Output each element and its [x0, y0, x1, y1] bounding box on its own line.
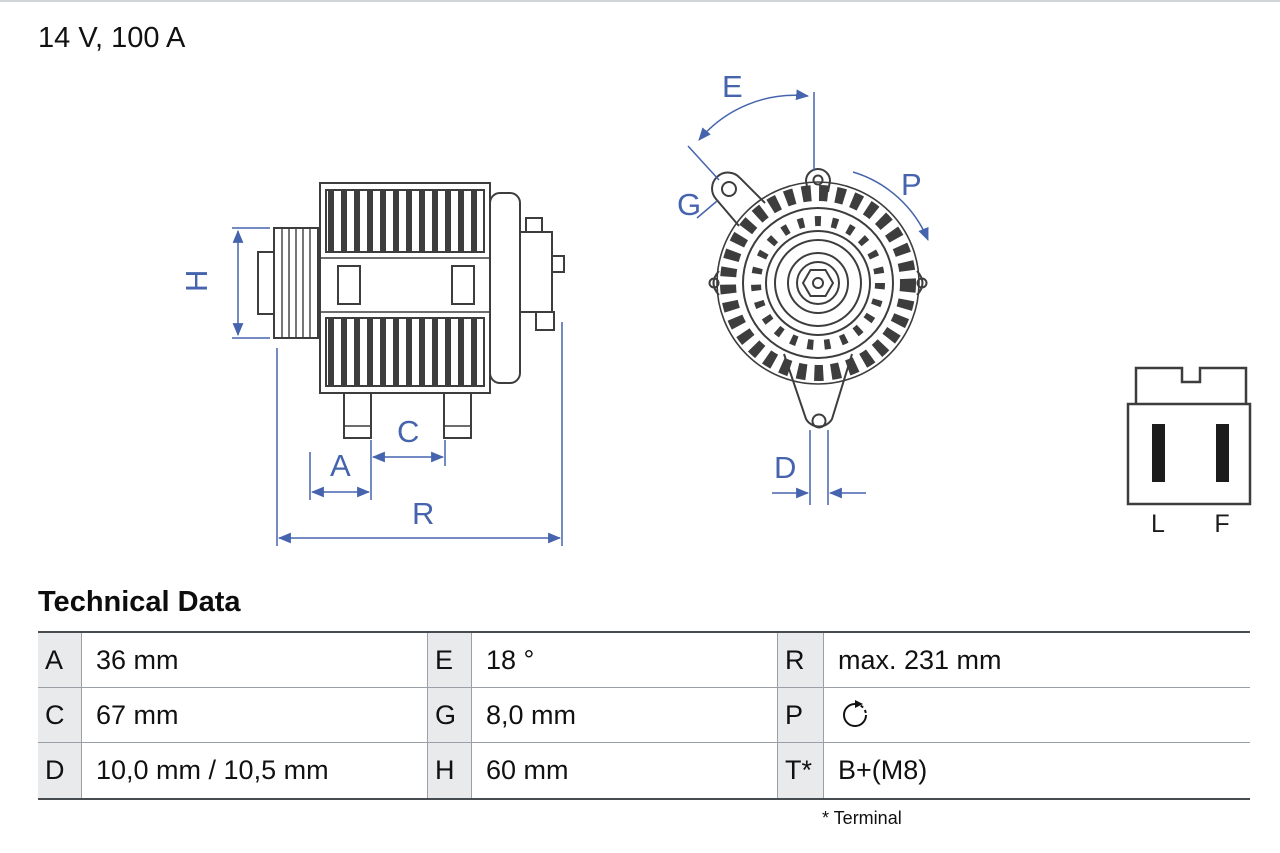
table-value-cell: 67 mm	[82, 688, 428, 743]
technical-drawing: H A C R E G P D	[179, 69, 1252, 546]
table-key-cell: D	[38, 743, 82, 798]
stator-slots-ring	[751, 216, 885, 350]
table-value-cell: 18 °	[472, 633, 778, 688]
housing-band	[320, 257, 490, 313]
shaft-nut	[801, 269, 835, 297]
bottom-ear-hole	[811, 413, 827, 429]
terminal-footnote: * Terminal	[822, 808, 902, 828]
pulley-hub	[257, 251, 275, 315]
connector-diagram	[1126, 366, 1252, 506]
regulator-box	[519, 231, 553, 313]
connector-clip	[1134, 366, 1248, 404]
dim-H-extensions	[232, 227, 270, 339]
table-value-cell: B+(M8)	[824, 743, 1250, 798]
table-value-cell: 10,0 mm / 10,5 mm	[82, 743, 428, 798]
through-bolt-left	[337, 265, 361, 305]
alternator-front-view	[708, 168, 928, 429]
table-value-cell: 8,0 mm	[472, 688, 778, 743]
fan-slots-ring	[720, 185, 916, 381]
dim-D-extensions	[809, 430, 829, 505]
pulley-face	[774, 239, 862, 327]
page-top-rule	[0, 0, 1280, 2]
table-value-cell: 36 mm	[82, 633, 428, 688]
dim-G-leader	[696, 200, 718, 219]
connector-pin-F	[1216, 424, 1229, 482]
mounting-foot-left	[343, 392, 372, 439]
connector-label-F: F	[1214, 510, 1229, 538]
table-key-cell: G	[428, 688, 472, 743]
dim-P-rotation-arrow	[852, 171, 929, 242]
dim-label-H: H	[179, 270, 214, 292]
dim-label-G: G	[677, 187, 701, 222]
connector-label-L: L	[1151, 510, 1165, 538]
nut-washer	[796, 261, 840, 305]
cooling-fins-bottom	[325, 317, 485, 387]
technical-data-section: Technical Data A 36 mm E 18 ° R max. 231…	[38, 586, 1250, 829]
table-key-cell: T*	[778, 743, 824, 798]
lug-hole	[721, 181, 737, 197]
top-tab	[804, 168, 832, 193]
table-key-cell: C	[38, 688, 82, 743]
table-key-cell: R	[778, 633, 824, 688]
front-view-dimensions	[687, 89, 929, 505]
bottom-ear	[783, 353, 853, 428]
terminal-stud	[551, 255, 565, 273]
rotation-cw-icon	[843, 700, 867, 727]
dim-R-extensions	[276, 322, 563, 546]
table-value-cell-rotation	[824, 688, 1250, 743]
table-key-cell: E	[428, 633, 472, 688]
shaft-center	[812, 277, 824, 289]
side-view-dimensions	[232, 227, 563, 546]
dim-label-E: E	[722, 69, 743, 104]
rear-cover	[489, 192, 521, 384]
connector-body	[1126, 402, 1252, 506]
through-bolt-right	[451, 265, 475, 305]
technical-data-table: A 36 mm E 18 ° R max. 231 mm C 67 mm G 8…	[38, 631, 1250, 800]
outer-rim	[716, 181, 920, 385]
front-face-circle	[742, 207, 894, 359]
dim-label-C: C	[397, 414, 419, 449]
connector-pin-L	[1152, 424, 1165, 482]
mounting-lug	[711, 171, 766, 227]
mounting-foot-right	[443, 392, 472, 439]
alternator-side-view	[257, 182, 565, 439]
table-value-cell: max. 231 mm	[824, 633, 1250, 688]
pulley-grooves	[281, 228, 311, 338]
right-ear	[916, 270, 924, 296]
left-ear	[712, 270, 720, 296]
dim-E-ref-angled	[687, 145, 720, 181]
section-title: Technical Data	[38, 586, 241, 618]
table-key-cell: H	[428, 743, 472, 798]
dim-label-A: A	[330, 448, 351, 483]
dim-E-arc	[698, 89, 810, 141]
table-key-cell: P	[778, 688, 824, 743]
cooling-fins-top	[325, 189, 485, 253]
product-rating: 14 V, 100 A	[38, 22, 186, 54]
pulley-flange	[765, 230, 871, 336]
bplus-stud	[525, 217, 543, 233]
dim-label-R: R	[412, 496, 434, 531]
connector-tab	[535, 311, 555, 331]
dim-label-D: D	[774, 450, 796, 485]
top-tab-hole	[812, 174, 824, 186]
table-key-cell: A	[38, 633, 82, 688]
dim-label-P: P	[901, 167, 922, 202]
table-value-cell: 60 mm	[472, 743, 778, 798]
pulley-inner	[787, 252, 849, 314]
dim-A-extensions	[309, 440, 372, 500]
